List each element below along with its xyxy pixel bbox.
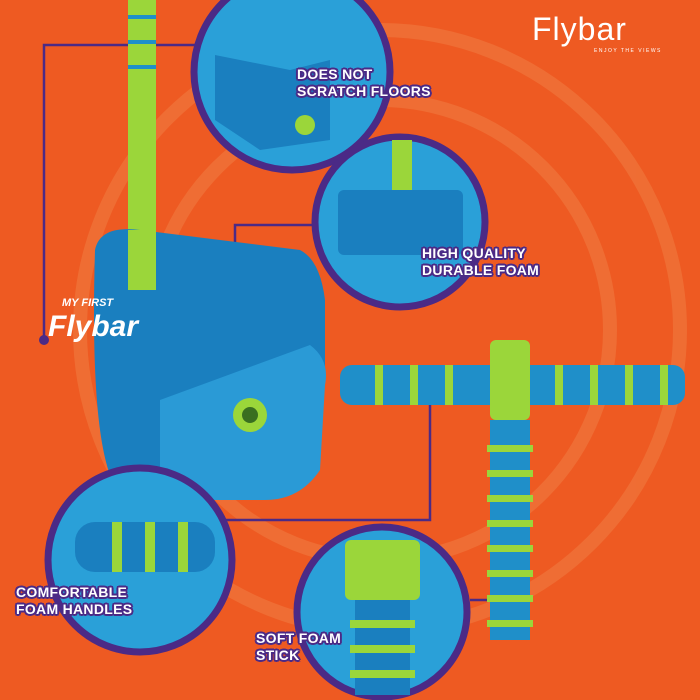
product-brand: MY FIRST Flybar bbox=[48, 296, 138, 344]
detail-circle-handles bbox=[44, 464, 236, 656]
product-brand-name: Flybar bbox=[48, 310, 139, 343]
pogo-base bbox=[94, 0, 326, 500]
detail-circle-foam bbox=[311, 133, 489, 311]
pogo-handle bbox=[340, 340, 685, 640]
detail-circle-floors bbox=[190, 0, 394, 174]
detail-circle-stick bbox=[293, 523, 471, 700]
product-brand-prefix: MY FIRST bbox=[62, 297, 114, 309]
flybar-logo: Flybar ENJOY THE VIEWS bbox=[532, 11, 662, 54]
